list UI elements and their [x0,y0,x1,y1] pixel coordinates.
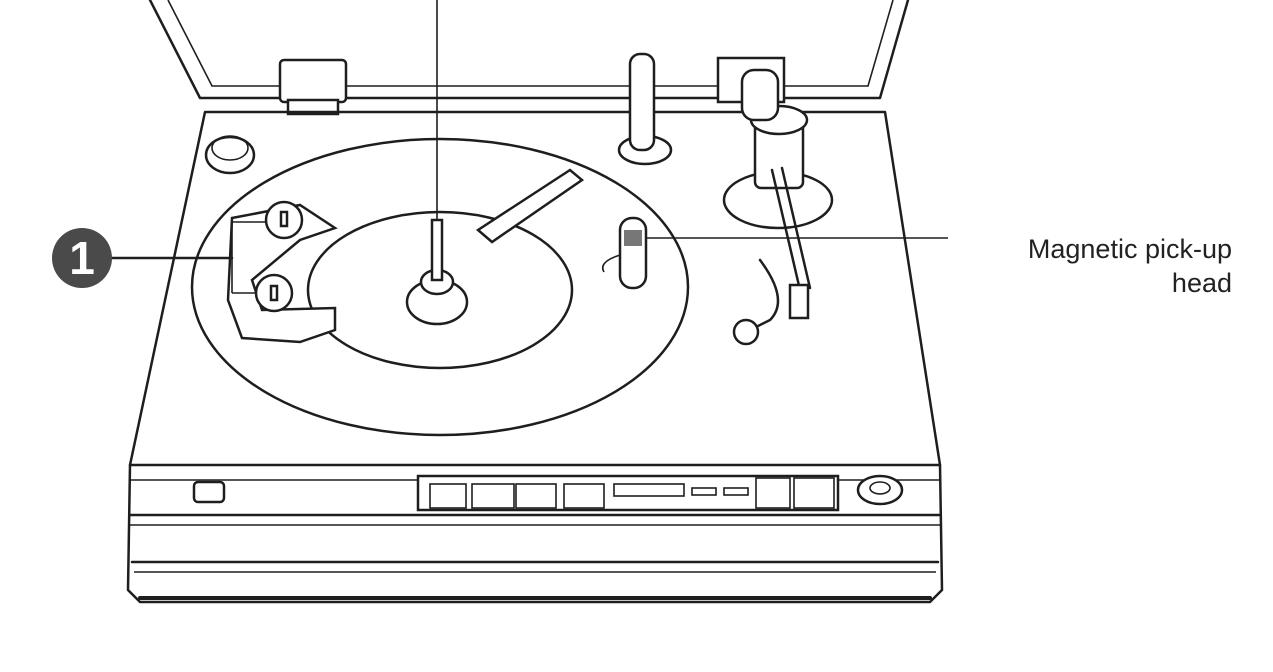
arm-rest [617,52,673,166]
spindle [405,0,469,326]
platter [190,137,690,437]
hinge-left [278,58,348,116]
speed-knob [204,135,256,175]
stabilizer-bar [475,168,585,244]
callout-badge-1: 1 [52,228,112,288]
magnetic-pickup-head [601,216,648,290]
dust-cover [148,0,910,100]
control-panel [192,474,904,512]
pickup-label-line2: head [1171,268,1232,298]
pickup-head-label: Magnetic pick-up head [950,232,1232,300]
pickup-label-line1: Magnetic pick-up [1027,234,1232,264]
tone-arm [722,68,834,346]
